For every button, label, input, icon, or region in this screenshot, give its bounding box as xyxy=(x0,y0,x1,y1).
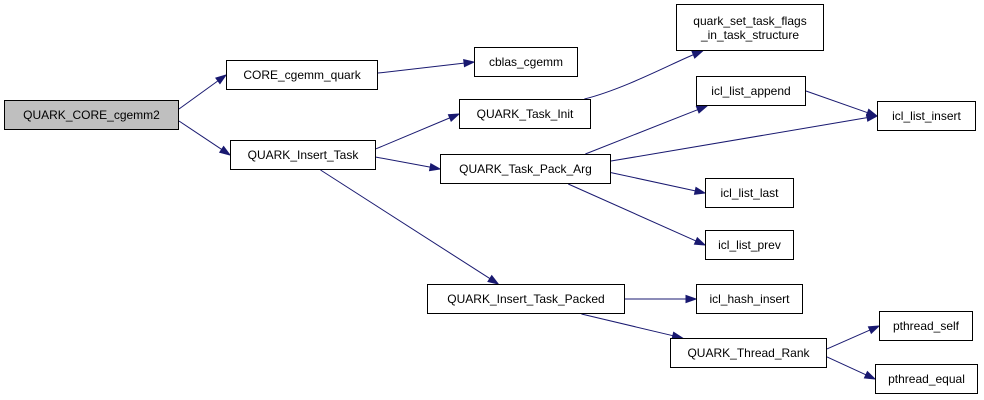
node-label: icl_list_last xyxy=(720,186,779,200)
node-label: pthread_equal xyxy=(888,372,965,386)
node-quark-insert-task-packed[interactable]: QUARK_Insert_Task_Packed xyxy=(427,284,625,314)
node-label-line-1: quark_set_task_flags xyxy=(693,13,807,28)
node-label: cblas_cgemm xyxy=(488,55,564,69)
edge-quark_task_pack_arg-to-icl_list_prev xyxy=(568,183,697,242)
node-label: icl_list_prev xyxy=(718,238,781,252)
node-icl-list-append[interactable]: icl_list_append xyxy=(696,76,806,106)
arrowhead-icl_list_append-to-icl_list_insert xyxy=(865,108,879,117)
node-label: QUARK_Insert_Task xyxy=(247,148,359,162)
edge-quark_insert_task-to-quark_task_init xyxy=(375,117,450,150)
node-quark-task-init[interactable]: QUARK_Task_Init xyxy=(459,99,591,129)
node-core-cgemm-quark[interactable]: CORE_cgemm_quark xyxy=(226,60,378,90)
arrowhead-root-to-core_cgemm_quark xyxy=(215,74,228,85)
edge-icl_list_append-to-icl_list_insert xyxy=(805,90,868,114)
node-label: QUARK_CORE_cgemm2 xyxy=(23,108,160,122)
arrowhead-quark_task_pack_arg-to-icl_list_append xyxy=(695,105,709,114)
node-label: icl_list_append xyxy=(711,84,791,98)
arrowhead-quark_thread_rank-to-pthread_self xyxy=(867,325,881,335)
edge-quark_task_pack_arg-to-icl_list_last xyxy=(610,172,696,192)
node-quark-task-pack-arg[interactable]: QUARK_Task_Pack_Arg xyxy=(440,154,611,184)
edge-quark_thread_rank-to-pthread_equal xyxy=(826,356,867,376)
edge-quark_insert_task-to-quark_task_pack_arg xyxy=(375,156,431,168)
node-pthread-self[interactable]: pthread_self xyxy=(879,311,973,341)
node-label: icl_hash_insert xyxy=(709,292,790,306)
arrowhead-quark_task_init-to-quark_set_task_flags xyxy=(691,50,705,59)
node-label-line-2: _in_task_structure xyxy=(700,27,800,42)
edge-quark_insert_task_packed-to-quark_thread_rank xyxy=(581,313,673,337)
node-label: QUARK_Task_Init xyxy=(476,107,574,121)
arrowhead-quark_insert_task-to-quark_task_pack_arg xyxy=(428,162,442,172)
arrowhead-root-to-quark_insert_task xyxy=(218,145,232,156)
arrowhead-quark_insert_task-to-quark_insert_task_packed xyxy=(487,274,500,285)
edge-quark_task_pack_arg-to-icl_list_append xyxy=(585,109,698,155)
node-label: icl_list_insert xyxy=(892,109,961,123)
node-icl-list-insert[interactable]: icl_list_insert xyxy=(877,101,976,131)
node-icl-list-last[interactable]: icl_list_last xyxy=(705,178,794,208)
node-quark-insert-task[interactable]: QUARK_Insert_Task xyxy=(230,140,376,170)
edge-root-to-quark_insert_task xyxy=(178,120,222,150)
edge-core_cgemm_quark-to-cblas_cgemm xyxy=(377,62,465,74)
node-label: QUARK_Task_Pack_Arg xyxy=(459,162,592,176)
node-quark-set-task-flags[interactable]: quark_set_task_flags _in_task_structure xyxy=(676,4,824,51)
node-label: QUARK_Thread_Rank xyxy=(687,346,810,360)
edge-quark_task_pack_arg-to-icl_list_insert xyxy=(610,117,868,162)
arrowhead-quark_insert_task_packed-to-icl_hash_insert xyxy=(685,294,698,304)
node-quark-thread-rank[interactable]: QUARK_Thread_Rank xyxy=(670,338,827,368)
node-icl-list-prev[interactable]: icl_list_prev xyxy=(705,230,794,260)
edge-quark_thread_rank-to-pthread_self xyxy=(826,329,871,350)
node-pthread-equal[interactable]: pthread_equal xyxy=(875,364,978,394)
node-label: CORE_cgemm_quark xyxy=(243,68,361,82)
node-label: QUARK_Insert_Task_Packed xyxy=(447,292,605,306)
edge-root-to-core_cgemm_quark xyxy=(178,80,219,110)
arrowhead-quark_task_pack_arg-to-icl_list_last xyxy=(693,186,707,195)
arrowhead-core_cgemm_quark-to-cblas_cgemm xyxy=(463,59,476,68)
node-cblas-cgemm[interactable]: cblas_cgemm xyxy=(474,47,578,77)
arrowhead-quark_thread_rank-to-pthread_equal xyxy=(863,370,877,380)
edge-quark_insert_task-to-quark_insert_task_packed xyxy=(320,169,491,280)
edge-quark_task_init-to-quark_set_task_flags xyxy=(584,54,694,100)
arrowhead-quark_task_pack_arg-to-icl_list_prev xyxy=(693,236,707,246)
node-label: pthread_self xyxy=(892,319,960,333)
arrowhead-quark_insert_task-to-quark_task_init xyxy=(447,113,461,122)
node-icl-hash-insert[interactable]: icl_hash_insert xyxy=(696,284,803,314)
node-quark-core-cgemm2: QUARK_CORE_cgemm2 xyxy=(4,100,179,130)
